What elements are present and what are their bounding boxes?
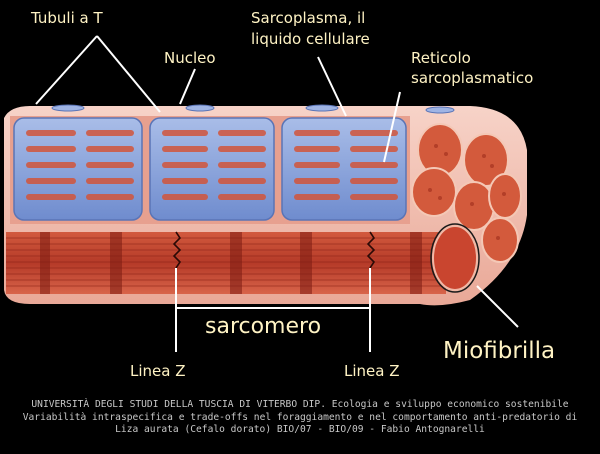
- footer-credits: UNIVERSITÀ DEGLI STUDI DELLA TUSCIA DI V…: [0, 399, 600, 437]
- footer-line-1: UNIVERSITÀ DEGLI STUDI DELLA TUSCIA DI V…: [31, 399, 569, 410]
- label-linea-z-right: Linea Z: [344, 362, 400, 380]
- footer-line-2: Variabilità intraspecifica e trade-offs …: [22, 411, 578, 423]
- label-miofibrilla: Miofibrilla: [443, 338, 556, 364]
- label-reticolo-1: Reticolo: [411, 49, 471, 67]
- z-line-right: [366, 231, 376, 269]
- myofibril-bundle: [6, 232, 446, 294]
- myofibril-bands: [40, 232, 422, 294]
- label-sarcomero: sarcomero: [205, 314, 322, 339]
- t-tubule-openings: [51, 104, 455, 114]
- label-sarcoplasma-2: liquido cellulare: [251, 30, 370, 48]
- label-reticolo-2: sarcoplasmatico: [411, 69, 534, 87]
- myofibril-striations: [6, 237, 446, 287]
- myofibril-highlight-circle: [430, 223, 480, 293]
- label-linea-z-left: Linea Z: [130, 362, 186, 380]
- label-sarcoplasma-1: Sarcoplasma, il: [251, 9, 366, 27]
- label-tubuli-t: Tubuli a T: [31, 9, 103, 27]
- myofibril-cross-sections: [411, 123, 522, 263]
- reticulum-channels: [26, 130, 398, 200]
- label-nucleo: Nucleo: [164, 49, 216, 67]
- cross-section-fibers: [428, 144, 506, 240]
- myofibril-end: [432, 225, 478, 291]
- footer-line-3: Liza aurata (Cefalo dorato) BIO/07 - BIO…: [115, 424, 485, 435]
- pointer-lines: [35, 35, 519, 352]
- z-line-left: [172, 231, 182, 269]
